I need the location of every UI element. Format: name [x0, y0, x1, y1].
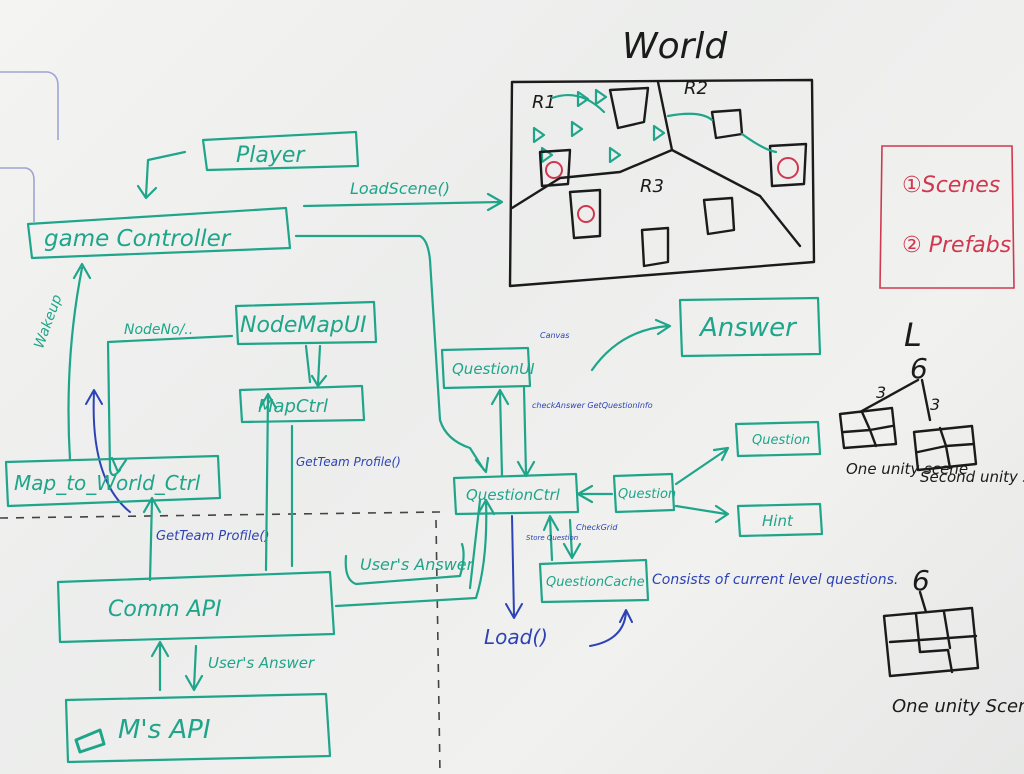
dashed-divider-vertical — [435, 519, 441, 774]
region-r2: R2 — [684, 78, 708, 99]
load-label: Load() — [484, 625, 548, 649]
scenes-label: ①Scenes — [902, 173, 1000, 198]
ms-api-label: M's API — [118, 715, 211, 745]
one-unity-scene: One unity scene — [846, 460, 968, 478]
answer-label: Answer — [698, 313, 798, 343]
map-to-world-label: Map_to_World_Ctrl — [14, 471, 201, 495]
users-answer-bottom: User's Answer — [208, 654, 315, 672]
arrow-blue-curve — [85, 389, 131, 513]
line-controller-to-question — [294, 234, 490, 474]
comm-api-label: Comm API — [108, 597, 221, 622]
check-grid-label: CheckGrid — [576, 523, 618, 532]
users-answer-label: User's Answer — [360, 555, 475, 574]
answer-box: Answer — [678, 296, 822, 358]
loadscene-label: LoadScene() — [350, 179, 450, 198]
node-map-ui-box: NodeMapUI — [234, 300, 378, 346]
arrow-load-loop — [589, 609, 633, 647]
one-unity-scene-2: One unity Scene — [892, 696, 1024, 717]
scenes-prefabs-box: ①Scenes ② Prefabs — [879, 145, 1015, 289]
region-r1: R1 — [532, 92, 556, 113]
question-ui-box: QuestionUI — [440, 346, 535, 390]
left-residue — [0, 71, 59, 222]
question-ctrl-box: QuestionCtrl — [452, 472, 580, 516]
hint-box: Hint — [736, 502, 824, 538]
consists-label: Consists of current level questions. — [652, 572, 898, 588]
line-wakeup — [67, 262, 92, 462]
dashed-divider-horizontal — [0, 511, 441, 519]
wakeup-label: Wakeup — [31, 292, 65, 350]
line-nodeno — [106, 334, 234, 477]
world-title: World — [622, 26, 728, 67]
arrow-ms-down — [184, 644, 204, 692]
arrows-questionui-ctrl — [490, 386, 536, 478]
node-map-ui-label: NodeMapUI — [240, 313, 366, 338]
tree-six-b: 6 — [912, 564, 930, 597]
tree-three-a: 3 — [876, 383, 886, 402]
arrow-ctrl-to-load — [505, 515, 523, 619]
check-answer-label: checkAnswer GetQuestionInfo — [532, 401, 653, 410]
prefabs-label: ② Prefabs — [902, 233, 1011, 258]
game-controller-box: game Controller — [26, 206, 292, 260]
arrow-player-to-controller — [136, 150, 187, 200]
question-ui-label: QuestionUI — [452, 360, 535, 378]
tree-three-b: 3 — [930, 395, 940, 414]
map-ctrl-box: MapCtrl — [238, 384, 366, 424]
question-object-box: Question — [612, 472, 676, 514]
player-box: Player — [201, 130, 360, 172]
player-label: Player — [236, 143, 306, 168]
arrow-questionui-answer — [590, 318, 672, 372]
hint-label: Hint — [762, 512, 794, 530]
node-no-label: NodeNo/.. — [124, 322, 193, 338]
question-object-label: Question — [618, 487, 676, 502]
arrow-comm-to-question — [334, 498, 496, 608]
question-cache-label: QuestionCache — [546, 575, 645, 590]
arrow-question-to-ctrl — [576, 484, 614, 504]
tree-six-label: 6 — [910, 352, 928, 385]
canvas-label: Canvas — [540, 331, 569, 340]
arrow-mapctrl-down — [264, 394, 294, 572]
get-team-profile-left: GetTeam Profile() — [156, 529, 270, 544]
arrow-to-hint — [674, 504, 730, 524]
map-ctrl-label: MapCtrl — [258, 396, 328, 417]
second-unity-scene: Second unity scene. — [920, 468, 1024, 486]
world-map: R1 R2 R3 — [508, 78, 816, 288]
arrows-nodemap-mapctrl — [304, 344, 328, 388]
arrow-get-team-left — [142, 496, 162, 582]
arrow-ms-up — [150, 640, 170, 692]
arrow-loadscene — [302, 192, 504, 212]
region-r3: R3 — [640, 176, 664, 197]
question-box: Question — [734, 420, 822, 458]
comm-api-box: Comm API — [56, 570, 336, 644]
question-ctrl-label: QuestionCtrl — [466, 486, 561, 504]
game-controller-label: game Controller — [44, 226, 232, 252]
arrow-to-question-box — [674, 446, 730, 486]
scene-tree: L 6 3 3 One unity scene Second unity sce… — [838, 316, 1024, 717]
tree-top-label: L — [904, 316, 922, 354]
arrows-cache-ctrl — [542, 514, 582, 562]
users-answer-box: User's Answer — [344, 542, 475, 586]
store-question-label: Store Question — [526, 534, 578, 542]
map-to-world-box: Map_to_World_Ctrl — [4, 454, 222, 508]
question-box-label: Question — [752, 433, 810, 448]
ms-api-box: M's API — [64, 692, 332, 764]
question-cache-box: QuestionCache — [538, 558, 650, 604]
get-team-profile-mid: GetTeam Profile() — [296, 455, 401, 469]
